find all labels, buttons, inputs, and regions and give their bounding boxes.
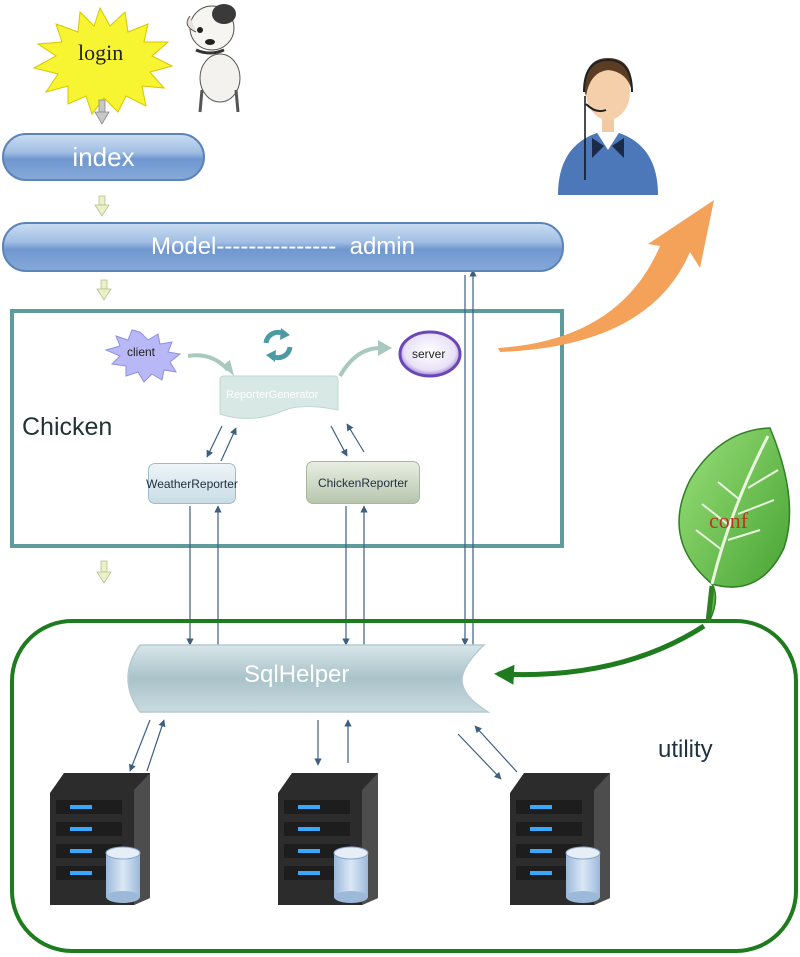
database-server-icon — [50, 773, 150, 905]
sqlhelper-shape[interactable] — [127, 644, 491, 713]
login-label[interactable]: login — [78, 40, 124, 65]
reporter-generator-shape[interactable] — [219, 375, 339, 419]
chicken-reporter-node[interactable]: ChickenReporter — [306, 461, 420, 504]
database-server-icon — [510, 773, 610, 905]
database-server-icon — [278, 773, 378, 905]
index-label: index — [72, 141, 135, 172]
client-starburst[interactable] — [104, 329, 182, 383]
server-node[interactable] — [398, 330, 462, 378]
generator-to-server-arrow — [338, 346, 381, 378]
conf-label[interactable]: conf — [709, 508, 749, 533]
model-admin-label: Model--------------- admin — [151, 233, 415, 260]
utility-container — [10, 619, 798, 953]
index-node[interactable]: index — [2, 133, 205, 181]
chicken-group-label: Chicken — [22, 413, 113, 441]
model-admin-bar[interactable]: Model--------------- admin — [2, 222, 564, 272]
utility-group-label: utility — [658, 736, 713, 763]
refresh-icon — [263, 328, 293, 362]
chicken-container — [10, 309, 564, 548]
sqlhelper-label[interactable]: SqlHelper — [244, 661, 350, 688]
flow-arrow-model-chicken — [96, 279, 112, 301]
client-to-generator-arrow — [187, 353, 230, 372]
client-label[interactable]: client — [127, 345, 156, 359]
reporter-generator-label[interactable]: ReporterGenerator — [226, 389, 319, 401]
user-headset-icon — [558, 58, 658, 195]
flow-arrow-chicken-utility — [96, 560, 112, 584]
server-label[interactable]: server — [412, 347, 446, 361]
flow-arrow-login-index — [94, 99, 110, 125]
login-starburst[interactable] — [32, 6, 174, 116]
flow-arrow-index-model — [94, 195, 110, 217]
weather-reporter-label: WeatherReporter — [146, 476, 238, 491]
weather-reporter-node[interactable]: WeatherReporter — [146, 463, 238, 504]
dog-icon — [186, 4, 241, 113]
chicken-reporter-label: ChickenReporter — [317, 475, 409, 490]
leaf-icon[interactable] — [678, 427, 791, 623]
conf-to-sqlhelper-arrow — [494, 623, 706, 685]
orange-flow-arrow — [498, 200, 714, 352]
